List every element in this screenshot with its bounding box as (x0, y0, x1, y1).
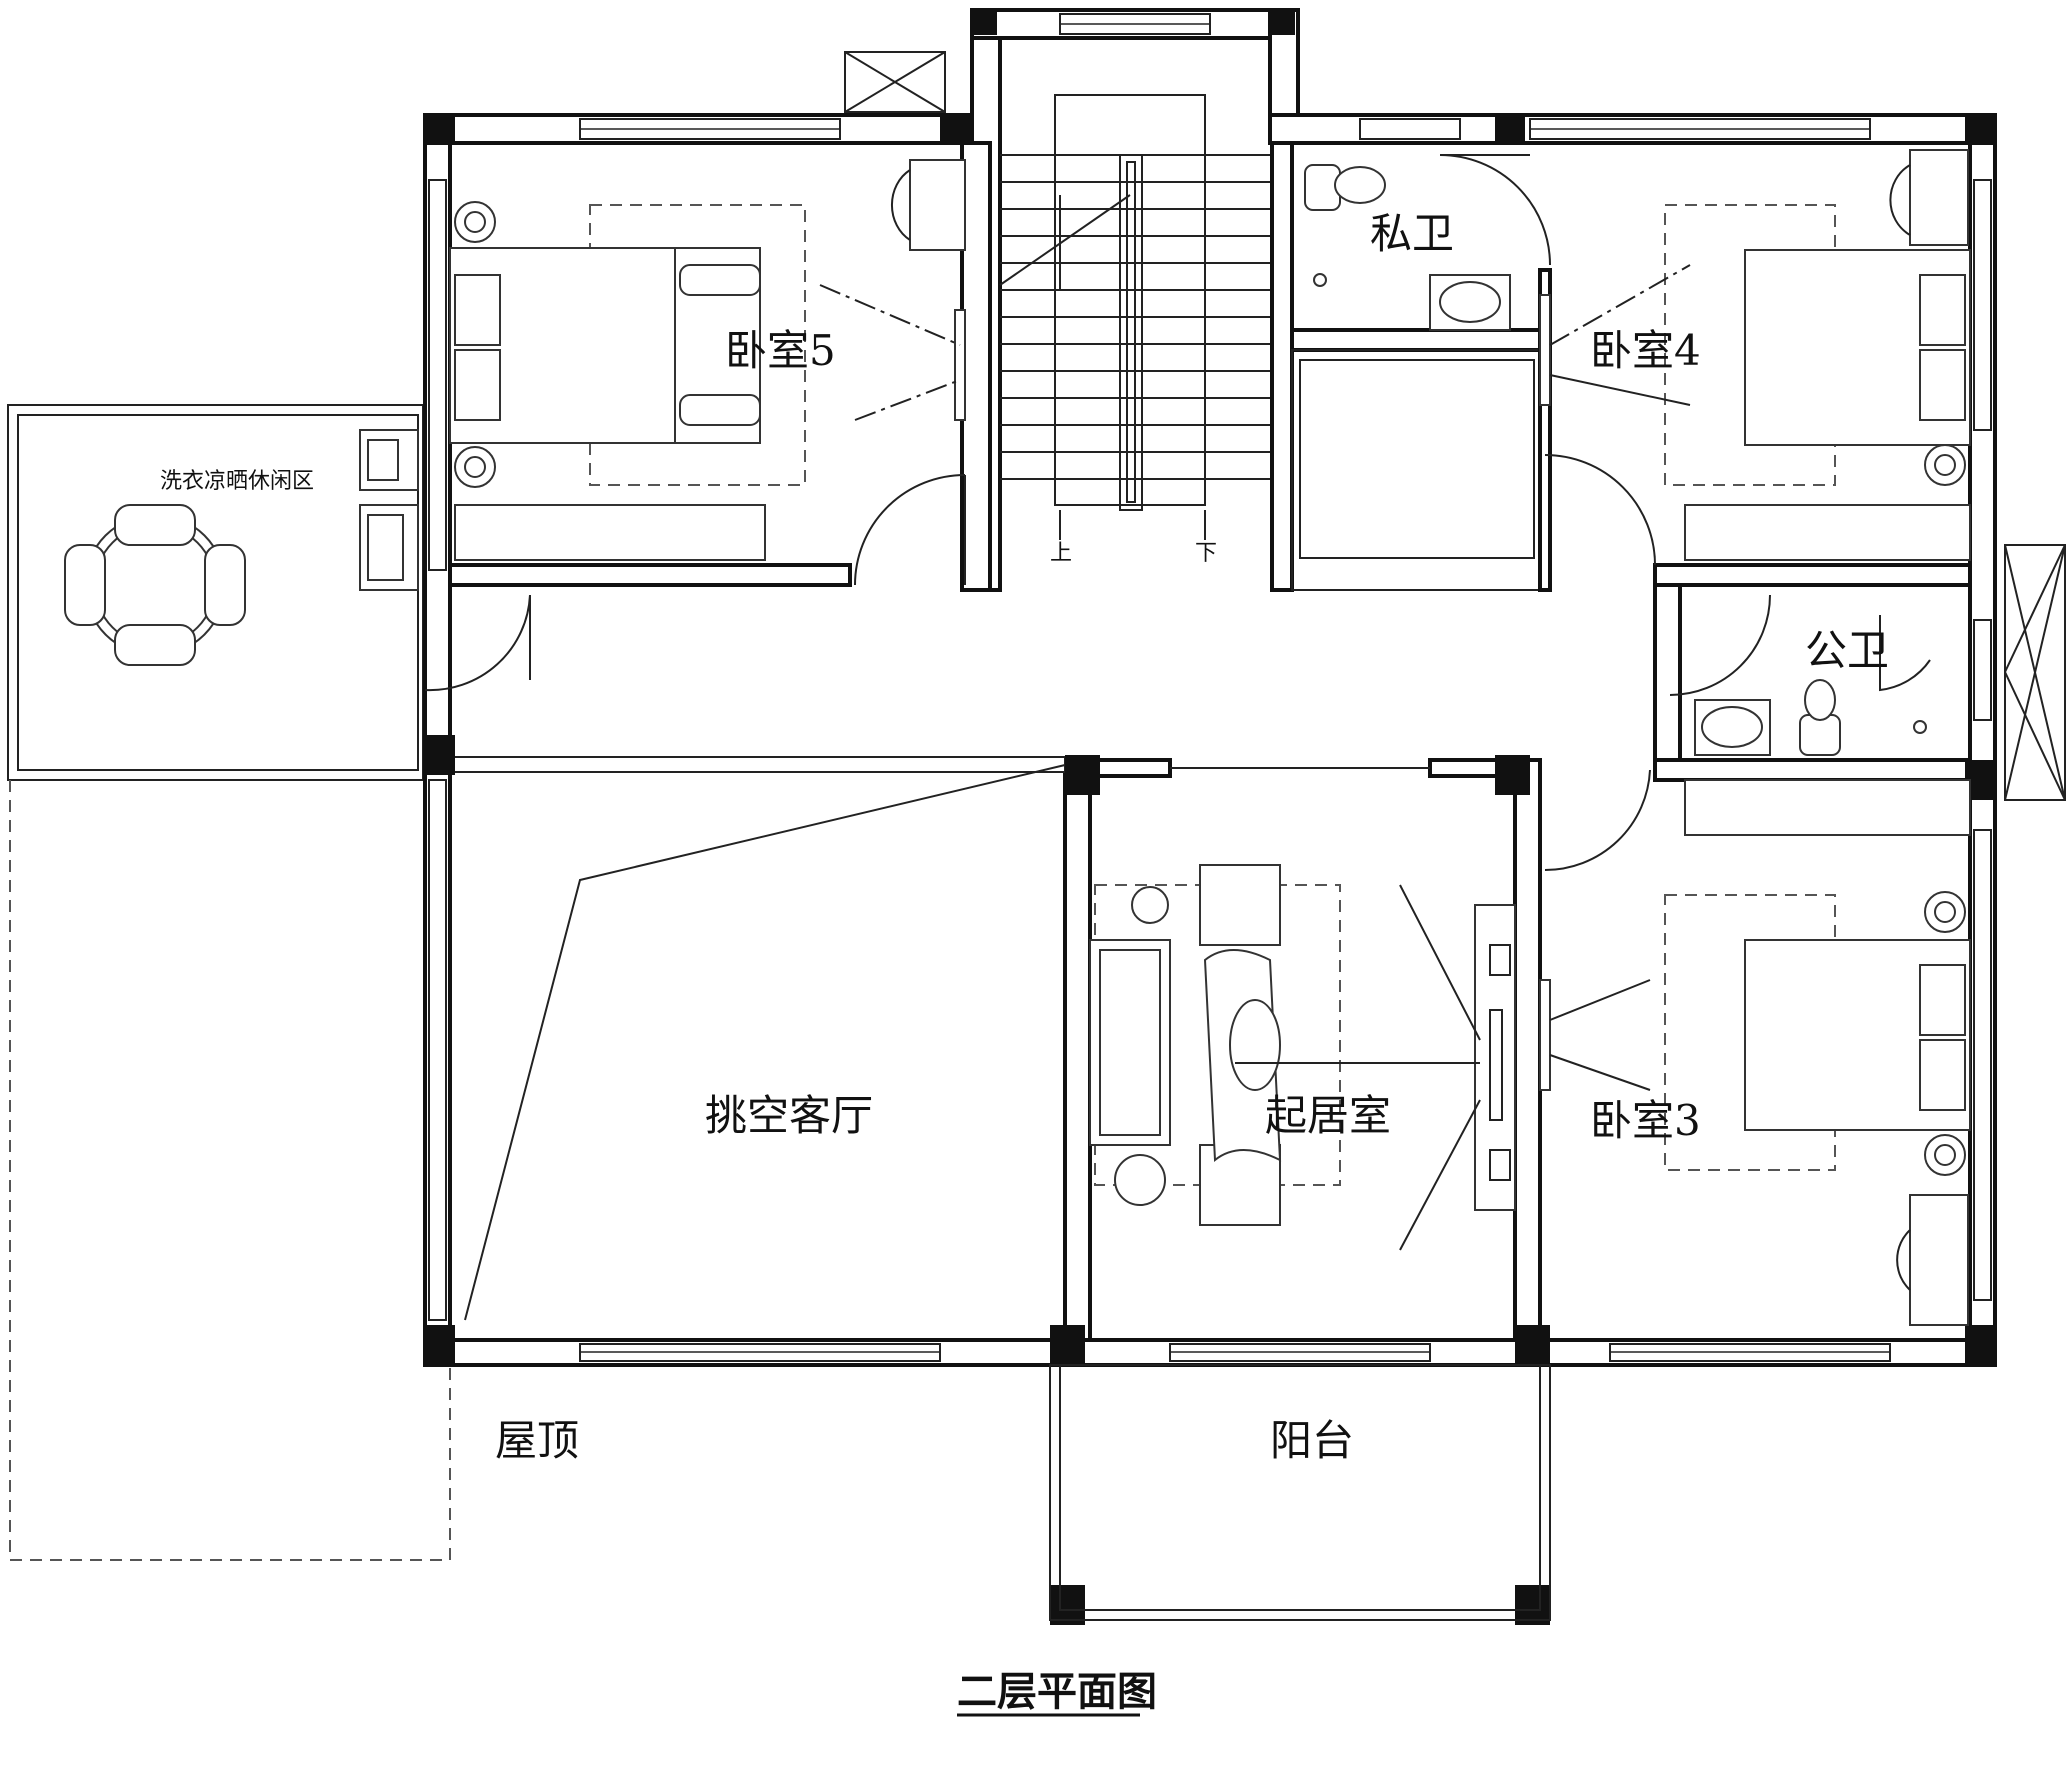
label-bedroom5: 卧室5 (725, 326, 836, 375)
doors (424, 154, 1931, 872)
label-bedroom4: 卧室4 (1590, 326, 1701, 375)
label-public-bath: 公卫 (1805, 626, 1889, 675)
label-balcony: 阳台 (1270, 1416, 1354, 1465)
dining-set (64, 504, 246, 666)
balcony-outline (1049, 1364, 1551, 1621)
bed-bedroom5 (449, 159, 966, 561)
label-laundry-area: 洗衣凉晒休闲区 (160, 469, 314, 494)
label-stair-down: 下 (1195, 541, 1217, 566)
bed-bedroom4 (1539, 149, 1971, 561)
label-stair-up: 上 (1050, 541, 1072, 566)
bed-bedroom3 (1539, 779, 1971, 1326)
public-bath-fixtures (1694, 679, 1927, 756)
label-roof: 屋顶 (495, 1416, 579, 1465)
room-labels: 卧室5 卧室4 卧室3 私卫 公卫 洗衣凉晒休闲区 挑空客厅 起居室 阳台 屋顶… (160, 209, 1889, 1465)
drawing-title: 二层平面图 (957, 1669, 1157, 1717)
sofa-set (1089, 864, 1516, 1226)
windows (428, 13, 1992, 1362)
label-void-living: 挑空客厅 (705, 1091, 873, 1140)
title-text: 二层平面图 (957, 1669, 1157, 1715)
washing-units (359, 429, 419, 591)
label-family-room: 起居室 (1265, 1091, 1391, 1140)
roof-outline (9, 780, 451, 1561)
label-private-bath: 私卫 (1370, 209, 1454, 258)
ac-units (844, 51, 2066, 801)
private-bath-fixtures (1304, 164, 1511, 331)
label-bedroom3: 卧室3 (1590, 1096, 1701, 1145)
sight-lines (464, 264, 1691, 1321)
columns (425, 10, 1995, 1625)
staircase (999, 94, 1270, 540)
